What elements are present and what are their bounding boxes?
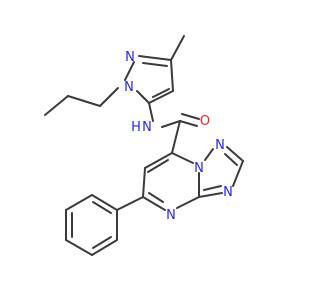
bond-ph-1-inner — [92, 201, 112, 214]
bond-c5-n4-inner — [148, 192, 164, 203]
atom-label-amide-h: H — [131, 120, 141, 135]
bond-c2-n3 — [232, 160, 244, 187]
bond-ph-5-inner — [92, 236, 112, 249]
bond-c7-c6-inner — [147, 159, 169, 173]
bond-c7-c6 — [144, 152, 173, 169]
bond-nh-carbonyl — [161, 120, 181, 128]
bond-ph-1 — [91, 194, 118, 211]
bond-c5-phenyl — [116, 196, 144, 211]
atom-label-triazole-n-top: N — [215, 138, 225, 153]
bond-pz-n1-c5 — [136, 90, 150, 104]
bond-pz-c5-c4-inner — [152, 88, 170, 98]
bond-pz-n2-n1 — [124, 61, 135, 81]
bond-c5-n4 — [142, 196, 166, 211]
bond-ph-2 — [65, 194, 93, 211]
bond-pz-c5-c4 — [148, 90, 174, 104]
atom-label-triazole-n-right: N — [223, 185, 233, 200]
bond-carbonyl-o-double — [181, 113, 200, 120]
bond-n3-c3a-inner — [203, 185, 222, 191]
structure-drawing: N N N H O N N N N — [44, 35, 244, 256]
bond-pz-c4-c3 — [170, 59, 174, 92]
atom-label-carbonyl-o: O — [200, 114, 210, 129]
bond-n8-c7 — [171, 152, 194, 164]
molecule-diagram: N N N H O N N N N — [44, 35, 244, 256]
atom-label-pyrazole-n2: N — [125, 50, 135, 65]
bond-propyl-3 — [44, 95, 69, 116]
bond-c5-nh — [148, 102, 154, 122]
atom-labels: N N N H O N N N N — [124, 50, 233, 223]
bond-ph-5 — [91, 239, 118, 256]
bond-n1-c2-inner — [224, 153, 238, 166]
bond-n8-n1 — [204, 148, 214, 161]
atom-label-bridge-n: N — [194, 161, 204, 176]
bond-n3-c3a — [198, 192, 223, 198]
bond-propyl-1 — [99, 87, 119, 107]
bond-c6-c5 — [142, 167, 146, 198]
atom-label-amide-n: N — [142, 120, 152, 135]
bond-carbonyl-o — [179, 120, 198, 127]
atom-label-pyrazole-n1: N — [124, 80, 134, 95]
bond-pz-c3-n2-inner — [142, 62, 168, 67]
bond-pz-c3-n2 — [138, 55, 172, 61]
atom-label-pyrimidine-n: N — [166, 208, 176, 223]
bond-propyl-2 — [67, 95, 101, 107]
bonds — [44, 35, 244, 256]
bond-methyl — [170, 35, 185, 61]
bond-n4-c3a — [176, 196, 200, 209]
bond-ph-4 — [65, 239, 93, 256]
bond-carbonyl-c7 — [171, 120, 181, 154]
bond-n1-c2 — [226, 146, 244, 162]
